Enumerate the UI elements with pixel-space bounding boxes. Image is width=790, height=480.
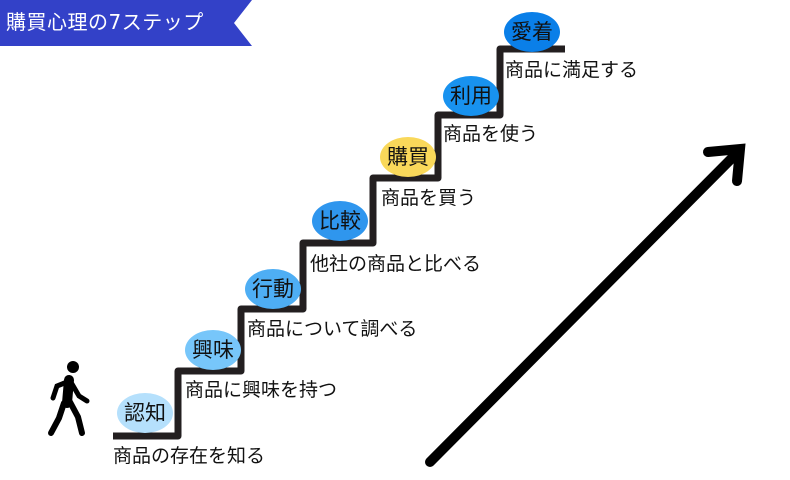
- step-badge-attachment: 愛着: [504, 12, 560, 52]
- step-desc-compare: 他社の商品と比べる: [310, 253, 482, 275]
- walking-person-icon: [48, 361, 90, 436]
- step-desc-awareness: 商品の存在を知る: [113, 445, 266, 467]
- title-banner: [0, 0, 252, 46]
- up-right-arrow-icon: [425, 143, 746, 467]
- step-desc-purchase: 商品を買う: [381, 187, 477, 209]
- step-badge-action: 行動: [245, 269, 301, 309]
- step-badge-use: 利用: [443, 76, 499, 116]
- step-badge-compare: 比較: [312, 201, 368, 241]
- step-badge-purchase: 購買: [380, 137, 436, 177]
- step-desc-use: 商品を使う: [443, 123, 539, 145]
- staircase: [113, 45, 565, 440]
- step-badge-awareness: 認知: [117, 393, 173, 433]
- step-desc-action: 商品について調べる: [247, 318, 418, 340]
- step-desc-interest: 商品に興味を持つ: [185, 379, 338, 401]
- page-title: 購買心理の7ステップ: [6, 10, 204, 34]
- step-desc-attachment: 商品に満足する: [505, 59, 639, 81]
- step-badge-interest: 興味: [185, 330, 241, 370]
